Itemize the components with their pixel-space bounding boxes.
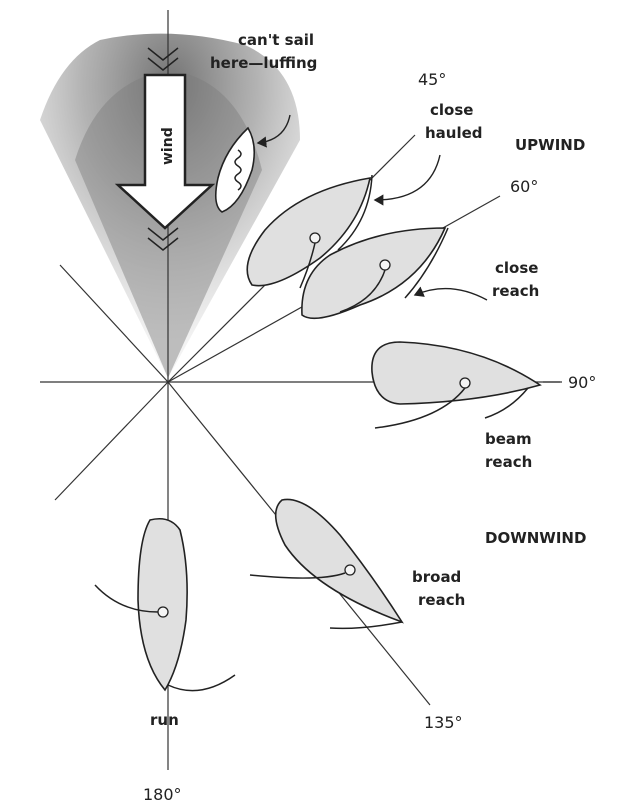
- broad-reach-label-1: broad: [412, 568, 461, 586]
- close-hauled-label-2: hauled: [425, 124, 483, 142]
- downwind-label: DOWNWIND: [485, 529, 586, 547]
- upwind-label: UPWIND: [515, 136, 585, 154]
- close-reach-pointer: [415, 289, 487, 300]
- run-boat: [95, 519, 235, 691]
- close-hauled-pointer: [375, 155, 440, 200]
- beam-reach-boat: [372, 342, 540, 428]
- beam-reach-label-2: reach: [485, 453, 532, 471]
- close-reach-label-1: close: [495, 259, 538, 277]
- cant-sail-label-2: here—luffing: [210, 54, 317, 72]
- angle-45-label: 45°: [418, 70, 446, 89]
- close-reach-label-2: reach: [492, 282, 539, 300]
- wind-label: wind: [160, 127, 176, 165]
- close-hauled-label-1: close: [430, 101, 473, 119]
- line-225: [55, 382, 168, 500]
- run-label: run: [150, 711, 179, 729]
- angle-90-label: 90°: [568, 373, 596, 392]
- angle-135-label: 135°: [424, 713, 463, 732]
- broad-reach-boat: [250, 499, 402, 628]
- broad-reach-label-2: reach: [418, 591, 465, 609]
- cant-sail-label-1: can't sail: [238, 31, 314, 49]
- angle-60-label: 60°: [510, 177, 538, 196]
- beam-reach-label-1: beam: [485, 430, 532, 448]
- angle-180-label: 180°: [143, 785, 182, 804]
